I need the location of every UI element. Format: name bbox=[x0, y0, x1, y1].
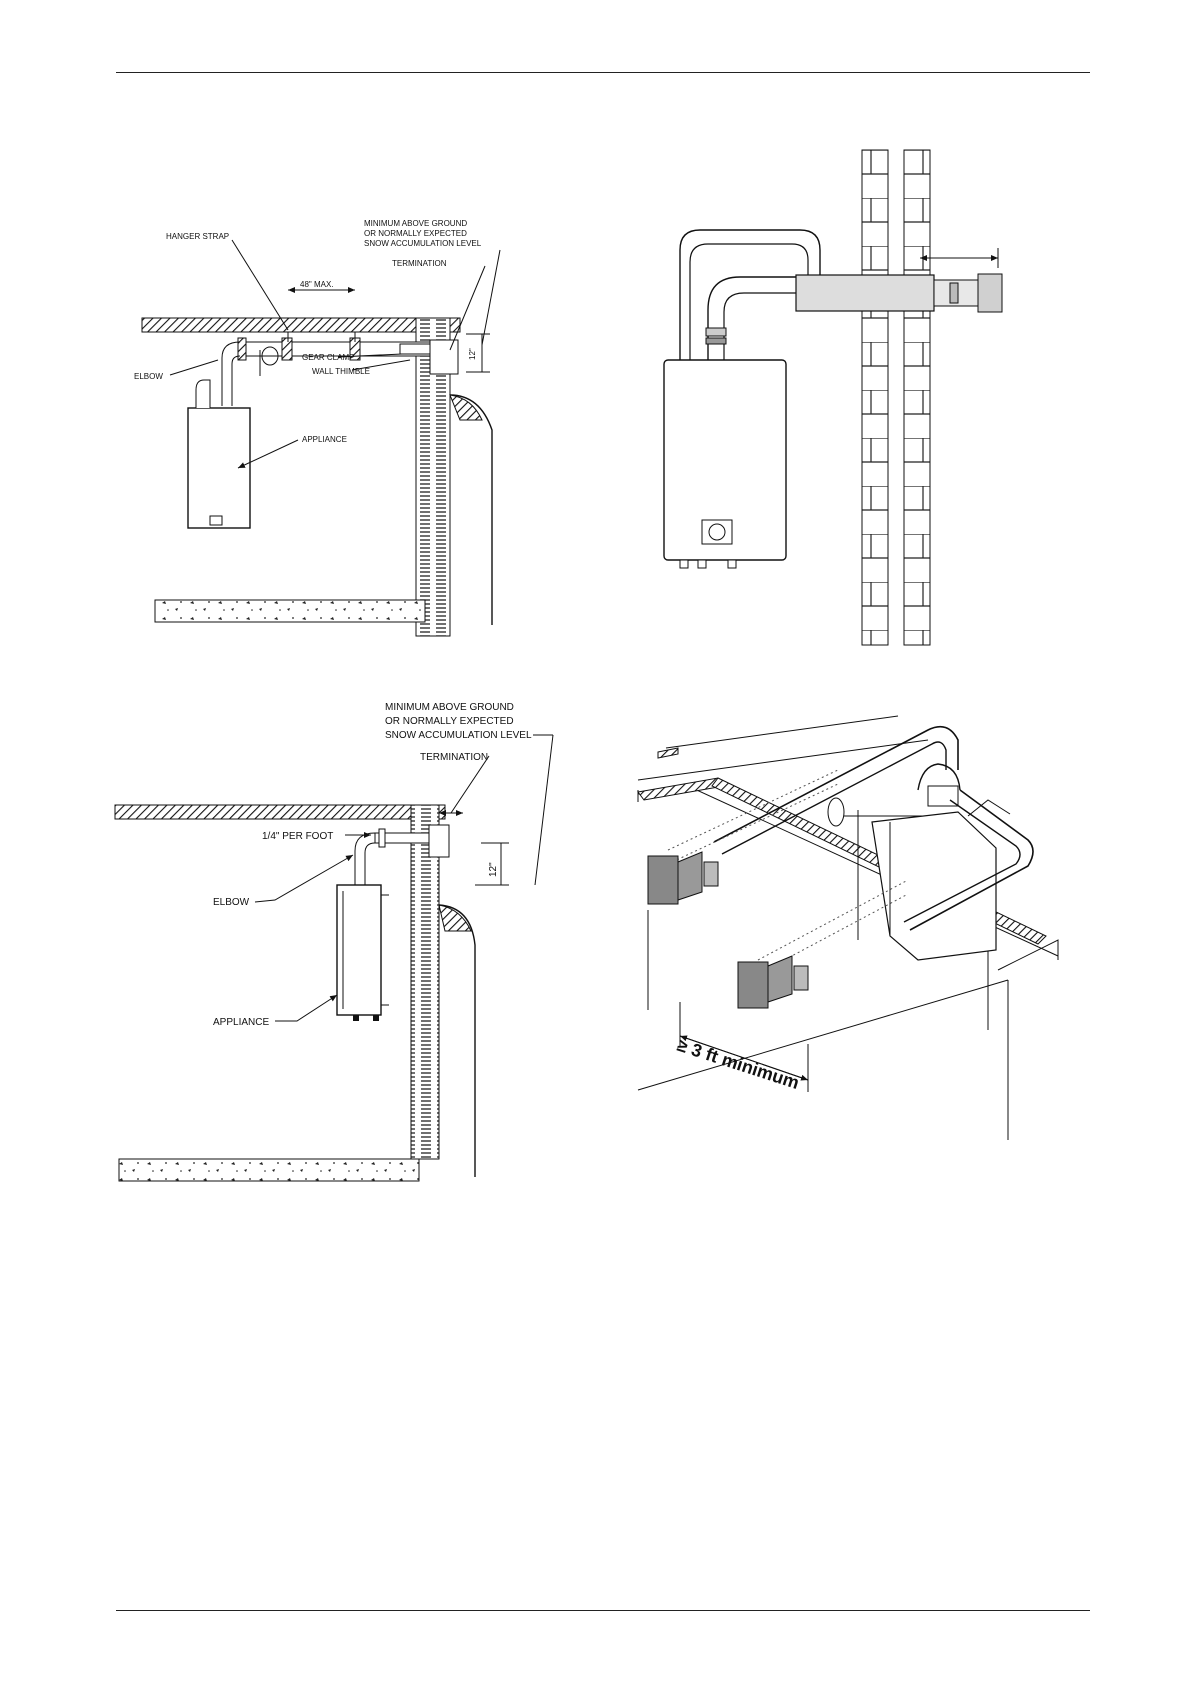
dim-12-label: 12" bbox=[468, 348, 477, 360]
min-ground-line-2: OR NORMALLY EXPECTED bbox=[364, 229, 467, 238]
max-spacing-label: 48" MAX. bbox=[300, 280, 334, 289]
header-rule bbox=[116, 72, 1090, 73]
termination-label: TERMINATION bbox=[420, 752, 488, 763]
figure-side-wall-vent: MINIMUM ABOVE GROUND OR NORMALLY EXPECTE… bbox=[115, 695, 585, 1185]
figure-through-wall-vent bbox=[650, 150, 1070, 645]
min-ground-line-2: OR NORMALLY EXPECTED bbox=[385, 716, 514, 727]
min-ground-line-3: SNOW ACCUMULATION LEVEL bbox=[364, 239, 482, 248]
min-ground-line-3: SNOW ACCUMULATION LEVEL bbox=[385, 730, 532, 741]
wall-thimble-label: WALL THIMBLE bbox=[312, 367, 370, 376]
appliance-label: APPLIANCE bbox=[302, 435, 347, 444]
figure-isometric-vent-separation: ≥ 3 ft minimum bbox=[628, 730, 1080, 1160]
appliance-label: APPLIANCE bbox=[213, 1017, 269, 1028]
dim-12-label: 12" bbox=[488, 862, 499, 877]
termination-label: TERMINATION bbox=[392, 259, 447, 268]
figure-horizontal-vent-ceiling: HANGER STRAP 48" MAX. MINIMUM ABOVE GROU… bbox=[130, 230, 570, 630]
elbow-label: ELBOW bbox=[134, 372, 163, 381]
footer-rule bbox=[116, 1610, 1090, 1611]
separation-label: ≥ 3 ft minimum bbox=[675, 1035, 802, 1093]
gear-clamp-label: GEAR CLAMP bbox=[302, 353, 354, 362]
min-ground-line-1: MINIMUM ABOVE GROUND bbox=[364, 219, 467, 228]
min-ground-line-1: MINIMUM ABOVE GROUND bbox=[385, 702, 514, 713]
slope-label: 1/4" PER FOOT bbox=[262, 831, 333, 842]
elbow-label: ELBOW bbox=[213, 897, 250, 908]
hanger-strap-label: HANGER STRAP bbox=[166, 232, 229, 241]
